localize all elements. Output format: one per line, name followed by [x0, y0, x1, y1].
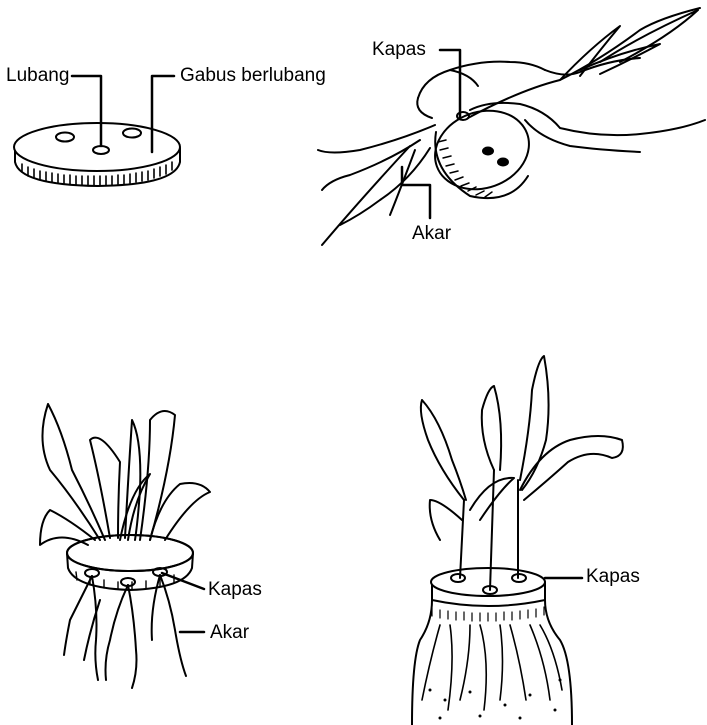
- cork-on-jar-drawing: [412, 356, 623, 725]
- label-cotton-seedlings: Kapas: [208, 580, 262, 599]
- label-cork: Gabus berlubang: [180, 66, 326, 85]
- label-root-seedlings: Akar: [210, 623, 249, 642]
- label-cotton-insert: Kapas: [372, 40, 426, 59]
- label-cotton-jar: Kapas: [586, 567, 640, 586]
- label-root-insert: Akar: [412, 224, 451, 243]
- label-hole: Lubang: [6, 66, 69, 85]
- seedlings-in-cork-drawing: [40, 404, 210, 688]
- cork-disc-drawing: [14, 76, 180, 186]
